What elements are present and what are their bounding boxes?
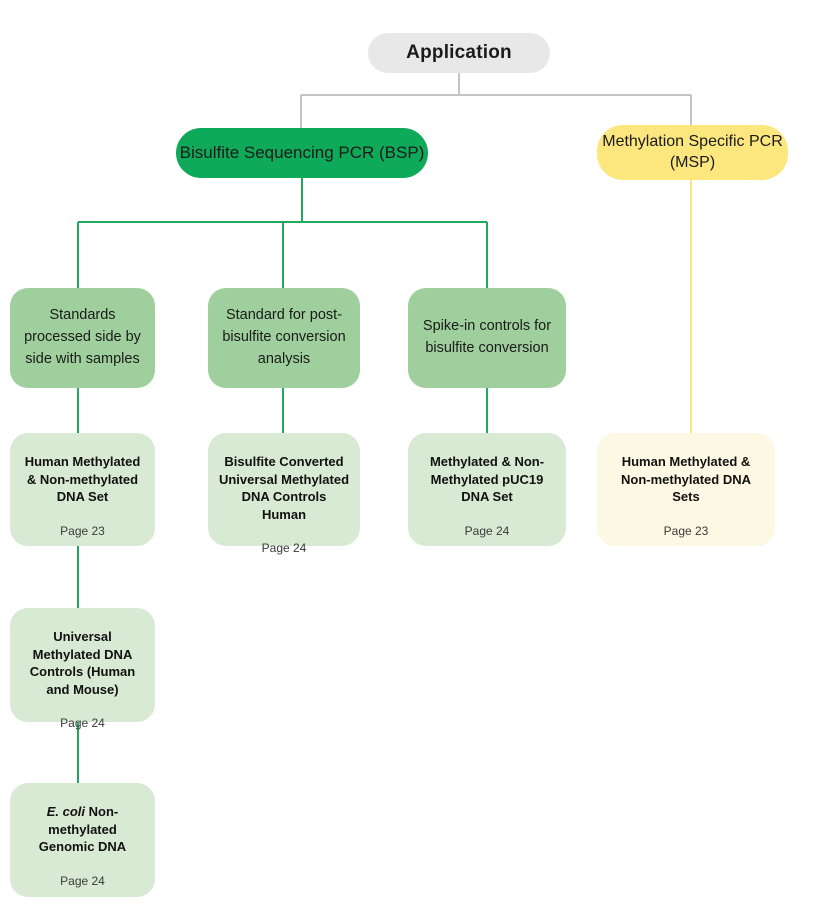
product-title: Methylated & Non-Methylated pUC19 DNA Se… — [429, 454, 545, 505]
node-label: Bisulfite Sequencing PCR (BSP) — [179, 143, 425, 163]
product-page-ref: Page 23 — [663, 523, 709, 538]
node-product-bisulfite-converted-universal-controls[interactable]: Bisulfite Converted Universal Methylated… — [208, 433, 360, 555]
node-label: Spike-in controls for bisulfite conversi… — [422, 318, 552, 356]
product-title: E. coli Non-methylated Genomic DNA — [20, 803, 145, 856]
product-page-ref: Page 24 — [261, 541, 307, 556]
node-purpose-post-conversion-standard[interactable]: Standard for post-bisulfite conversion a… — [208, 288, 360, 388]
node-purpose-spike-in-controls[interactable]: Spike-in controls for bisulfite conversi… — [408, 288, 566, 388]
node-product-methylated-puc19-dna-set[interactable]: Methylated & Non-Methylated pUC19 DNA Se… — [408, 433, 566, 546]
product-page-ref: Page 23 — [60, 523, 105, 538]
product-page-ref: Page 24 — [464, 523, 510, 538]
product-title: Human Methylated & Non-methylated DNA Se… — [24, 454, 141, 505]
node-label: Standards processed side by side with sa… — [24, 307, 141, 367]
node-branch-bsp[interactable]: Bisulfite Sequencing PCR (BSP) — [176, 128, 428, 178]
node-product-ecoli-non-methylated-genomic-dna[interactable]: E. coli Non-methylated Genomic DNA Page … — [10, 783, 155, 897]
product-page-ref: Page 24 — [60, 873, 105, 888]
product-title: Human Methylated & Non-methylated DNA Se… — [620, 454, 751, 505]
product-page-ref: Page 24 — [60, 716, 105, 731]
node-branch-msp[interactable]: Methylation Specific PCR (MSP) — [597, 125, 788, 180]
node-label: Standard for post-bisulfite conversion a… — [222, 307, 346, 367]
node-product-universal-methylated-dna-controls[interactable]: Universal Methylated DNA Controls (Human… — [10, 608, 155, 730]
node-product-human-methylated-dna-sets-msp[interactable]: Human Methylated & Non-methylated DNA Se… — [597, 433, 775, 546]
node-application-root[interactable]: Application — [368, 33, 550, 73]
product-title: Bisulfite Converted Universal Methylated… — [218, 454, 350, 522]
product-title-species: E. coli — [46, 804, 86, 819]
node-product-human-methylated-dna-set[interactable]: Human Methylated & Non-methylated DNA Se… — [10, 433, 155, 546]
product-title-rest: Non-methylated Genomic DNA — [38, 804, 127, 855]
product-title: Universal Methylated DNA Controls (Human… — [29, 629, 136, 697]
node-purpose-standards-side-by-side[interactable]: Standards processed side by side with sa… — [10, 288, 155, 388]
node-label: Application — [406, 42, 512, 63]
node-label: Methylation Specific PCR (MSP) — [602, 132, 783, 171]
